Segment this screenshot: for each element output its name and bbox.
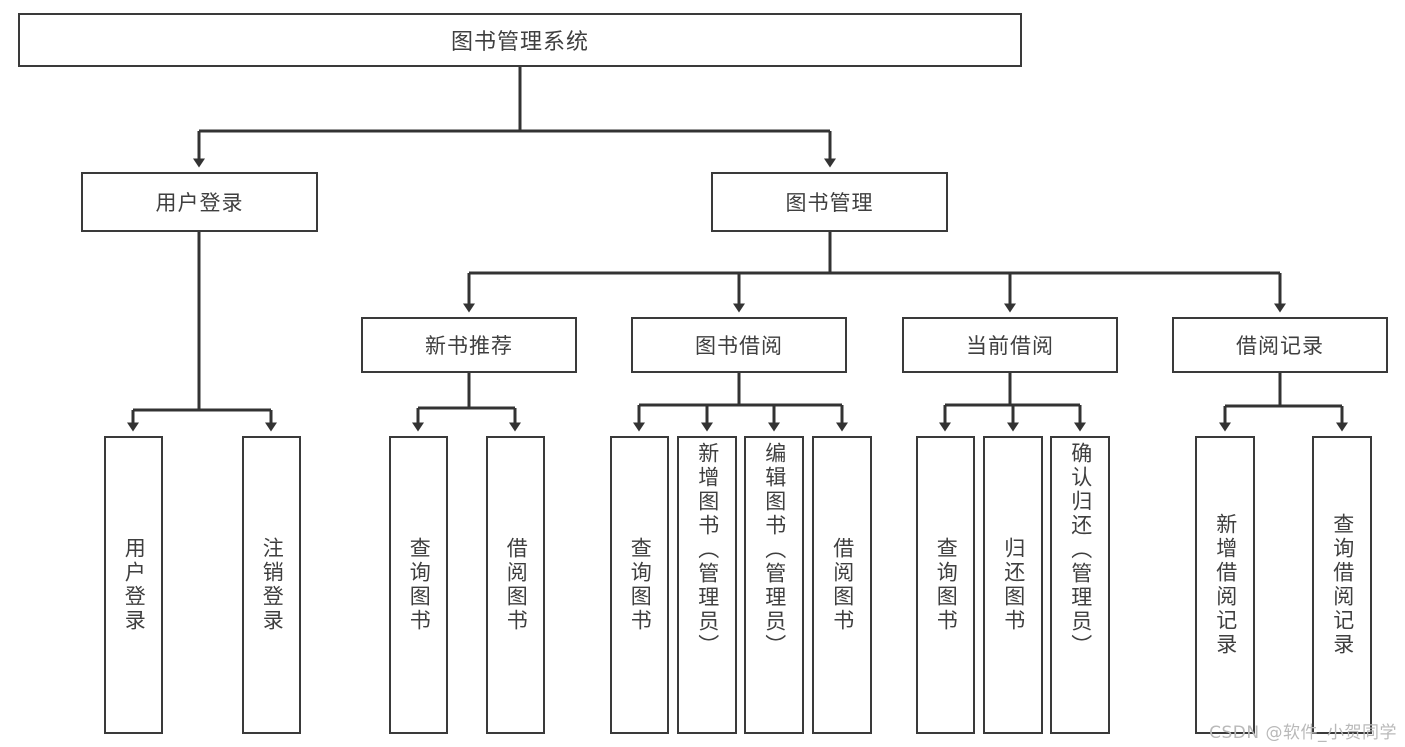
leaf-query-book-borrow[interactable]: 查询图书 <box>610 436 669 734</box>
leaf-borrow-book[interactable]: 借阅图书 <box>812 436 872 734</box>
leaf-logout[interactable]: 注销登录 <box>242 436 301 734</box>
leaf-confirm-return-admin[interactable]: 确认归还（管理员） <box>1050 436 1110 734</box>
leaf-query-borrow-record[interactable]: 查询借阅记录 <box>1312 436 1372 734</box>
leaf-label: 新增图书（管理员） <box>695 442 720 658</box>
node-current-borrow[interactable]: 当前借阅 <box>902 317 1118 373</box>
node-user-login[interactable]: 用户登录 <box>81 172 318 232</box>
node-label: 图书管理系统 <box>450 30 589 55</box>
watermark-text: CSDN @软件_小贺同学 <box>1209 723 1397 743</box>
node-book-borrow[interactable]: 图书借阅 <box>631 317 847 373</box>
node-label: 图书管理 <box>785 191 874 215</box>
node-label: 新书推荐 <box>425 334 513 358</box>
leaf-query-book-recommend[interactable]: 查询图书 <box>389 436 448 734</box>
leaf-label: 借阅图书 <box>504 537 529 633</box>
node-root-system[interactable]: 图书管理系统 <box>18 13 1022 67</box>
node-label: 借阅记录 <box>1236 334 1324 358</box>
leaf-label: 借阅图书 <box>830 537 855 633</box>
leaf-label: 注销登录 <box>260 537 285 633</box>
node-borrow-records[interactable]: 借阅记录 <box>1172 317 1388 373</box>
leaf-label: 确认归还（管理员） <box>1068 442 1093 658</box>
node-label: 用户登录 <box>155 191 244 215</box>
node-label: 图书借阅 <box>695 334 783 358</box>
leaf-label: 新增借阅记录 <box>1213 513 1238 657</box>
leaf-add-borrow-record[interactable]: 新增借阅记录 <box>1195 436 1255 734</box>
leaf-return-book[interactable]: 归还图书 <box>983 436 1043 734</box>
node-book-management[interactable]: 图书管理 <box>711 172 948 232</box>
leaf-label: 查询借阅记录 <box>1330 513 1355 657</box>
leaf-label: 编辑图书（管理员） <box>762 442 787 658</box>
leaf-label: 查询图书 <box>934 537 959 633</box>
node-new-book-recommend[interactable]: 新书推荐 <box>361 317 577 373</box>
leaf-borrow-book-recommend[interactable]: 借阅图书 <box>486 436 545 734</box>
leaf-add-book-admin[interactable]: 新增图书（管理员） <box>677 436 737 734</box>
leaf-label: 查询图书 <box>407 537 432 633</box>
leaf-label: 查询图书 <box>628 537 653 633</box>
leaf-user-login[interactable]: 用户登录 <box>104 436 163 734</box>
leaf-query-book-current[interactable]: 查询图书 <box>916 436 975 734</box>
leaf-label: 用户登录 <box>122 537 147 633</box>
leaf-edit-book-admin[interactable]: 编辑图书（管理员） <box>744 436 804 734</box>
node-label: 当前借阅 <box>966 334 1054 358</box>
leaf-label: 归还图书 <box>1001 537 1026 633</box>
